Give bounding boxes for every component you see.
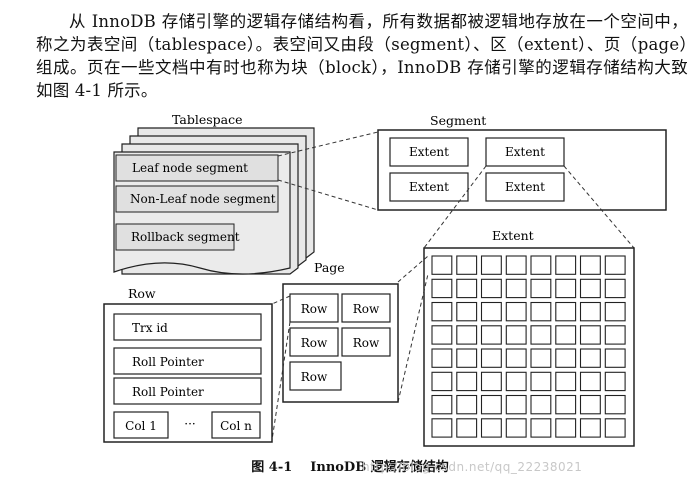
extent-page-cell	[555, 418, 577, 438]
extent-page-cell	[579, 278, 601, 299]
extent-page-cell	[530, 255, 552, 275]
extent-page-cell	[431, 348, 453, 368]
extent-page-cell	[456, 255, 478, 275]
extent-page-cell	[456, 325, 478, 345]
extent-page-cell	[480, 255, 502, 275]
extent-page-cell	[505, 348, 527, 368]
extent-page-cell	[555, 371, 577, 392]
extent-page-cell	[456, 278, 478, 299]
row-roll-pointer-1: Roll Pointer	[132, 355, 204, 369]
extent-page-cell	[431, 371, 453, 392]
extent-page-cell	[456, 371, 478, 392]
extent-page-cell	[480, 348, 502, 368]
row-trx-id: Trx id	[132, 321, 168, 335]
page-row-3: Row	[301, 336, 328, 350]
extent-page-cell	[431, 278, 453, 299]
extent-page-cell	[555, 255, 577, 275]
row-col-ellipsis: ···	[184, 417, 195, 431]
extent-page-cell	[505, 301, 527, 322]
extent-page-cell	[530, 371, 552, 392]
extent-title: Extent	[492, 228, 534, 243]
extent-page-cell	[431, 394, 453, 415]
extent-page-cell	[505, 278, 527, 299]
extent-page-cell	[456, 348, 478, 368]
extent-page-cell	[604, 418, 626, 438]
figure-caption-text: InnoDB 逻辑存储结构	[310, 460, 449, 475]
page-row-1: Row	[301, 302, 328, 316]
extent-page-cell	[579, 255, 601, 275]
segment-extent-3: Extent	[409, 180, 449, 194]
extent-page-cell	[431, 255, 453, 275]
extent-page-cell	[555, 325, 577, 345]
extent-page-cell	[530, 278, 552, 299]
extent-page-cell	[555, 348, 577, 368]
tablespace-title: Tablespace	[172, 112, 242, 127]
body-paragraph: 从 InnoDB 存储引擎的逻辑存储结构看，所有数据都被逻辑地存放在一个空间中，…	[36, 12, 688, 100]
extent-page-cell	[579, 325, 601, 345]
page-row-4: Row	[353, 336, 380, 350]
watermark: http://blog.csdn.net/qq_22238021	[362, 460, 583, 474]
extent-page-cell	[505, 325, 527, 345]
extent-page-cells	[431, 255, 626, 438]
segment-title: Segment	[430, 113, 486, 128]
extent-page-cell	[505, 418, 527, 438]
extent-page-cell	[505, 394, 527, 415]
extent-page-cell	[604, 394, 626, 415]
extent-page-cell	[505, 371, 527, 392]
page-title: Page	[314, 260, 345, 275]
segment-extent-2: Extent	[505, 145, 545, 159]
page-row-2: Row	[353, 302, 380, 316]
segment-extent-4: Extent	[505, 180, 545, 194]
extent-page-cell	[555, 301, 577, 322]
segment-extent-1: Extent	[409, 145, 449, 159]
page-row-5: Row	[301, 370, 328, 384]
figure-caption: 图 4-1 InnoDB 逻辑存储结构	[0, 456, 700, 475]
extent-page-cell	[431, 325, 453, 345]
row-col-n: Col n	[220, 419, 252, 433]
extent-page-cell	[579, 418, 601, 438]
extent-page-cell	[505, 255, 527, 275]
extent-page-cell	[530, 301, 552, 322]
extent-page-cell	[604, 301, 626, 322]
extent-page-cell	[480, 278, 502, 299]
extent-page-cell	[604, 278, 626, 299]
rollback-segment-label: Rollback segment	[131, 230, 240, 244]
extent-page-cell	[530, 325, 552, 345]
extent-page-cell	[431, 301, 453, 322]
extent-page-cell	[456, 301, 478, 322]
extent-page-cell	[456, 394, 478, 415]
figure-number: 图 4-1	[251, 460, 293, 475]
extent-page-cell	[456, 418, 478, 438]
extent-page-cell	[480, 394, 502, 415]
extent-page-cell	[530, 394, 552, 415]
row-col-1: Col 1	[125, 419, 157, 433]
extent-page-cell	[604, 325, 626, 345]
leaf-node-segment-label: Leaf node segment	[132, 161, 248, 175]
extent-page-cell	[555, 394, 577, 415]
extent-page-cell	[555, 278, 577, 299]
extent-page-cell	[604, 371, 626, 392]
extent-page-cell	[480, 371, 502, 392]
extent-page-cell	[480, 301, 502, 322]
extent-page-cell	[480, 325, 502, 345]
extent-page-cell	[604, 255, 626, 275]
extent-page-cell	[480, 418, 502, 438]
tablespace-stack	[113, 127, 315, 275]
extent-page-cell	[579, 394, 601, 415]
non-leaf-node-segment-label: Non-Leaf node segment	[130, 192, 276, 206]
extent-grid	[423, 247, 635, 447]
extent-page-cell	[579, 348, 601, 368]
row-roll-pointer-2: Roll Pointer	[132, 385, 204, 399]
extent-page-cell	[579, 371, 601, 392]
row-title: Row	[128, 286, 156, 301]
extent-page-cell	[431, 418, 453, 438]
extent-page-cell	[530, 418, 552, 438]
extent-page-cell	[530, 348, 552, 368]
extent-page-cell	[579, 301, 601, 322]
extent-page-cell	[604, 348, 626, 368]
